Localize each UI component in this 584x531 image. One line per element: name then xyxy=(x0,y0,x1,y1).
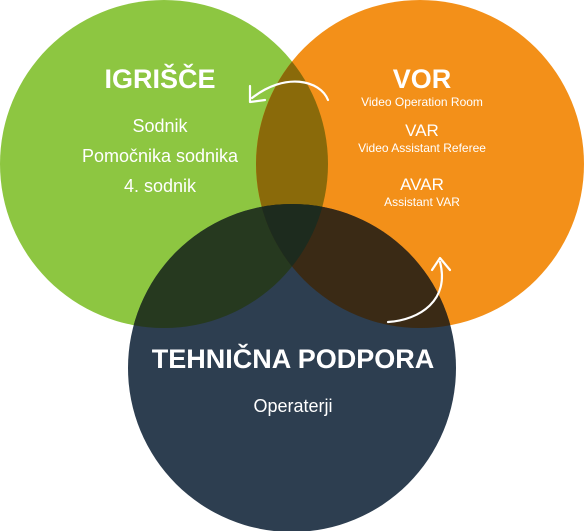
igrisce-item-pomocnika: Pomočnika sodnika xyxy=(82,146,239,166)
vor-item-avar-sub: Assistant VAR xyxy=(384,195,460,209)
overlap-vor-tehnicna xyxy=(256,204,456,328)
igrisce-item-4-sodnik: 4. sodnik xyxy=(124,176,197,196)
vor-item-var-sub: Video Assistant Referee xyxy=(358,141,486,155)
vor-subtitle: Video Operation Room xyxy=(361,95,483,109)
vor-title: VOR xyxy=(393,64,452,94)
igrisce-title: IGRIŠČE xyxy=(104,63,215,94)
tehnicna-item-operaterji: Operaterji xyxy=(253,396,332,416)
vor-item-avar: AVAR xyxy=(400,175,444,194)
vor-item-var: VAR xyxy=(405,121,439,140)
igrisce-item-sodnik: Sodnik xyxy=(132,116,188,136)
tehnicna-title: TEHNIČNA PODPORA xyxy=(152,343,435,374)
curved-arrow-icon xyxy=(248,80,330,104)
curved-arrow-icon xyxy=(386,256,452,324)
overlap-igrisce-tehnicna xyxy=(128,204,328,328)
